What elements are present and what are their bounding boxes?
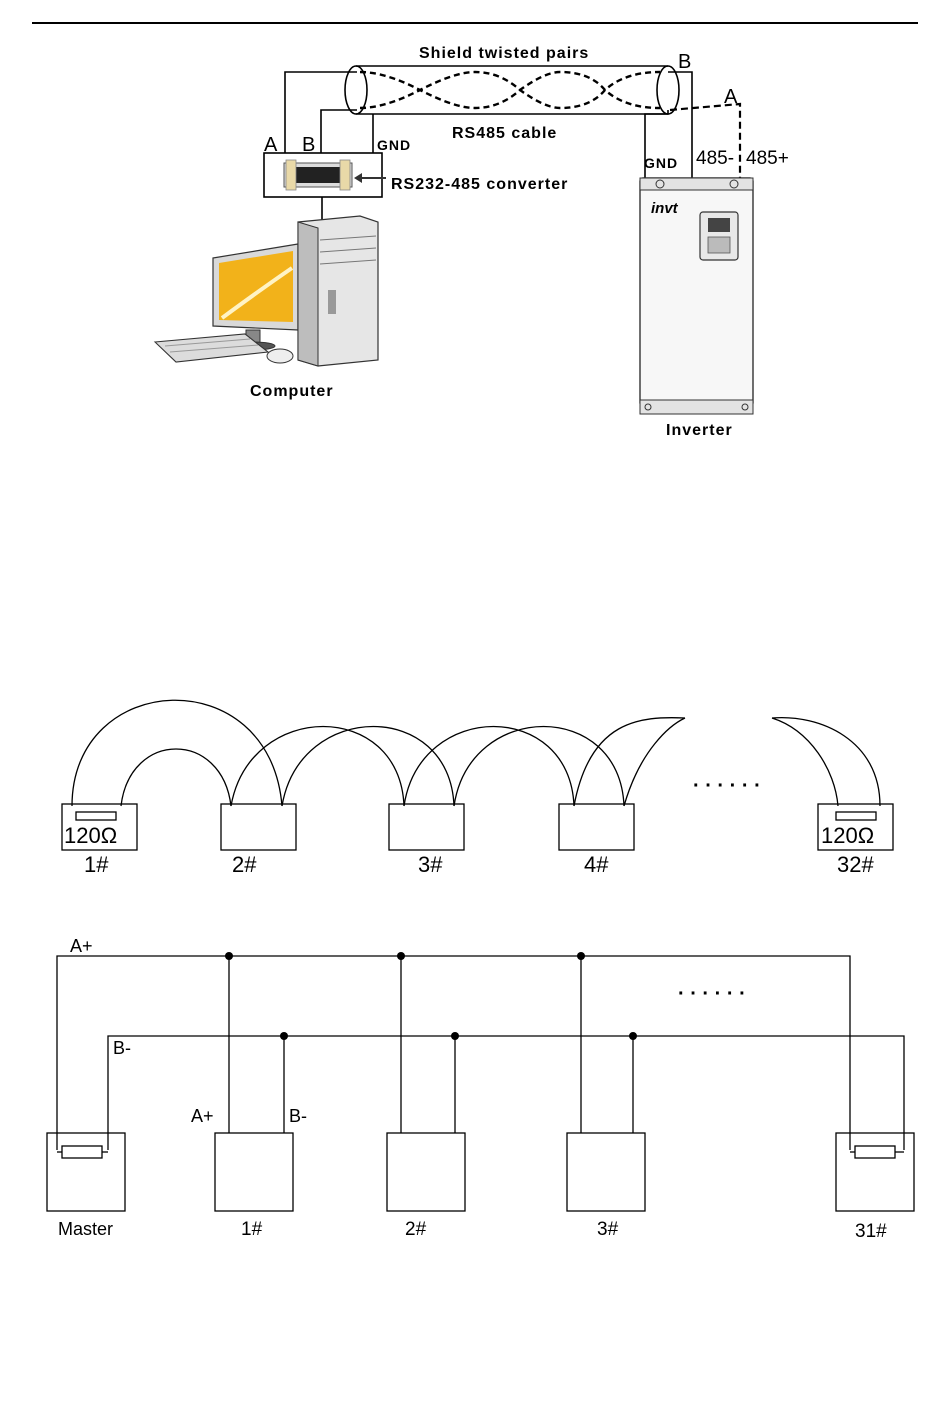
junction-dot: [629, 1032, 637, 1040]
inverter-label: Inverter: [666, 422, 733, 439]
node-label: 4#: [584, 852, 609, 877]
figure-rs485-connection: [155, 66, 753, 414]
arc-1-2-inner: [121, 749, 231, 806]
node-box-3: [389, 804, 464, 850]
arc-1-2-outer: [72, 700, 282, 806]
node-label: 3#: [418, 852, 443, 877]
arc-4-out-a: [574, 718, 685, 806]
figure-daisy-chain: [62, 700, 893, 850]
node-label: 1#: [84, 852, 109, 877]
cable-title: Shield twisted pairs: [419, 45, 589, 62]
master-label: Master: [58, 1219, 113, 1239]
cable-label: RS485 cable: [452, 125, 557, 142]
junction-dot: [577, 952, 585, 960]
node-label: 1#: [241, 1219, 263, 1240]
node-label: 2#: [405, 1219, 427, 1240]
converter-label: RS232-485 converter: [391, 176, 568, 193]
node-label: 31#: [855, 1221, 887, 1242]
right-485-plus-label: 485+: [746, 148, 789, 169]
converter-box: [264, 153, 386, 197]
arc-3-4-a: [404, 727, 574, 807]
ellipsis: · · · · · ·: [693, 775, 761, 797]
arc-4-out-b: [624, 718, 685, 806]
right-485-minus-label: 485-: [696, 148, 734, 169]
device-b-label: B-: [289, 1106, 307, 1126]
brand-logo: invt: [651, 200, 679, 217]
node-label: 3#: [597, 1219, 619, 1240]
right-b-label: B: [678, 51, 691, 73]
ellipsis: · · · · · ·: [678, 983, 746, 1005]
left-a-label: A: [264, 134, 278, 156]
computer-illustration: [155, 216, 378, 366]
bus-b-label: B-: [113, 1038, 131, 1058]
arc-3-4-b: [454, 727, 624, 807]
resistor-icon-32: [836, 812, 876, 820]
arc-32-in-b: [772, 718, 838, 806]
node-box-31: [836, 1133, 914, 1211]
terminator-label-32: 120Ω: [821, 823, 874, 848]
shielded-cable: [345, 66, 679, 114]
left-b-label: B: [302, 134, 315, 156]
resistor-icon-master: [62, 1146, 102, 1158]
junction-dot: [451, 1032, 459, 1040]
figure-bus-topology: [47, 956, 914, 1211]
bus-a-label: A+: [70, 936, 93, 956]
left-wires: [285, 72, 373, 220]
arc-32-in: [772, 718, 880, 806]
device-a-label: A+: [191, 1106, 214, 1126]
right-gnd-label: GND: [644, 155, 678, 171]
node-label: 2#: [232, 852, 257, 877]
master-box: [47, 1133, 125, 1211]
terminator-label-1: 120Ω: [64, 823, 117, 848]
node-box-3: [567, 1133, 645, 1211]
node-box-1: [215, 1133, 293, 1211]
junction-dot: [280, 1032, 288, 1040]
node-box-2: [221, 804, 296, 850]
resistor-icon-1: [76, 812, 116, 820]
computer-label: Computer: [250, 383, 334, 400]
node-label: 32#: [837, 852, 874, 877]
junction-dot: [397, 952, 405, 960]
node-box-4: [559, 804, 634, 850]
resistor-icon-31: [855, 1146, 895, 1158]
right-a-label: A: [724, 86, 738, 108]
node-box-2: [387, 1133, 465, 1211]
junction-dot: [225, 952, 233, 960]
left-gnd-label: GND: [377, 137, 411, 153]
